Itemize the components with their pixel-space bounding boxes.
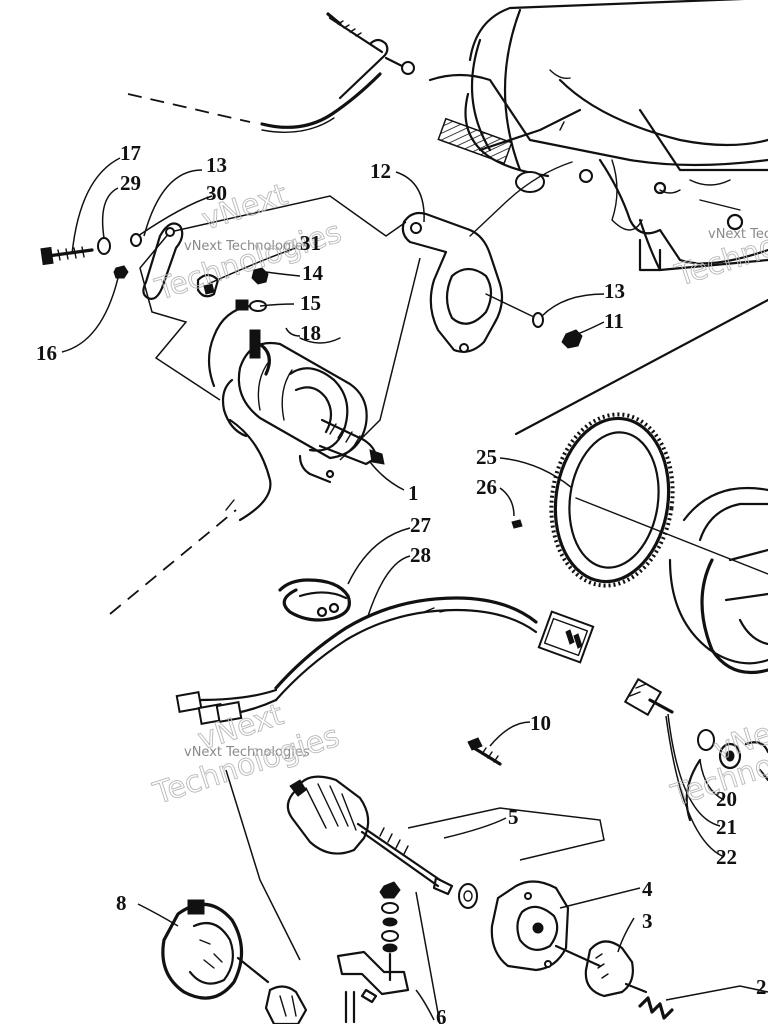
screw-10 xyxy=(467,737,502,766)
watermark-line-1: vNext Technologies xyxy=(184,239,310,254)
callout-16: 16 xyxy=(36,341,57,365)
end-cap-8 xyxy=(161,899,308,1024)
watermark-middle: vNext vNext Technologies Technologies xyxy=(148,697,344,813)
snap-ring xyxy=(278,578,351,622)
spring-2 xyxy=(638,985,768,1020)
callout-6: 6 xyxy=(436,1005,447,1024)
callout-10: 10 xyxy=(530,711,551,735)
callout-18: 18 xyxy=(300,321,321,345)
callout-26: 26 xyxy=(476,475,497,499)
callout-29: 29 xyxy=(120,171,141,195)
mounting-bracket xyxy=(401,161,573,353)
callout-2: 2 xyxy=(756,975,767,999)
callout-25: 25 xyxy=(476,445,497,469)
bracket-hardware xyxy=(532,312,583,349)
callout-1: 1 xyxy=(408,481,419,505)
leader-lines xyxy=(61,157,725,1021)
callout-13-top: 13 xyxy=(206,153,227,177)
top-bolt xyxy=(326,12,415,100)
screw-26 xyxy=(511,519,523,529)
callout-27: 27 xyxy=(410,513,431,537)
watermark-line-2: vNext Technologies xyxy=(708,227,768,242)
callout-4: 4 xyxy=(642,877,653,901)
brush-stack xyxy=(336,881,441,1024)
callout-5: 5 xyxy=(508,805,519,829)
callout-30: 30 xyxy=(206,181,227,205)
callout-12: 12 xyxy=(370,159,391,183)
callout-21: 21 xyxy=(716,815,737,839)
armature-outline xyxy=(225,769,605,961)
callout-11: 11 xyxy=(604,309,624,333)
callout-17: 17 xyxy=(120,141,141,165)
washer-30 xyxy=(130,233,142,247)
sensor-22 xyxy=(623,677,674,717)
lower-dash-left xyxy=(109,509,237,615)
watermark-right: vNext Technologies Technologies xyxy=(670,200,768,294)
callout-8: 8 xyxy=(116,891,127,915)
washer-29 xyxy=(97,237,111,255)
ring-gear xyxy=(549,412,675,588)
drive-end-housing xyxy=(490,880,602,972)
callout-3: 3 xyxy=(642,909,653,933)
callout-14: 14 xyxy=(302,261,324,285)
washers-20 xyxy=(685,729,768,822)
starter-motor xyxy=(221,329,385,522)
nut-16 xyxy=(113,265,129,279)
link-arm xyxy=(142,222,184,300)
callout-13-right: 13 xyxy=(604,279,625,303)
flywheel xyxy=(514,298,768,675)
callout-28: 28 xyxy=(410,543,431,567)
wiring-harness xyxy=(175,596,595,725)
thrust-washer xyxy=(458,883,478,909)
watermark-word-2: Technologies xyxy=(671,201,768,294)
armature xyxy=(286,775,454,896)
nut-14 xyxy=(251,267,269,285)
callout-labels: 17 29 13 30 12 31 14 15 18 16 13 11 1 25… xyxy=(36,141,767,1024)
top-cable xyxy=(127,72,382,133)
clip-31 xyxy=(196,273,220,298)
callout-22: 22 xyxy=(716,845,737,869)
callout-15: 15 xyxy=(300,291,321,315)
wire-18 xyxy=(299,337,341,344)
callout-20: 20 xyxy=(716,787,737,811)
callout-31: 31 xyxy=(300,231,321,255)
bolt-17 xyxy=(40,246,94,266)
watermark-line-3: vNext Technologies xyxy=(184,745,310,760)
pinion-gear xyxy=(584,940,648,998)
